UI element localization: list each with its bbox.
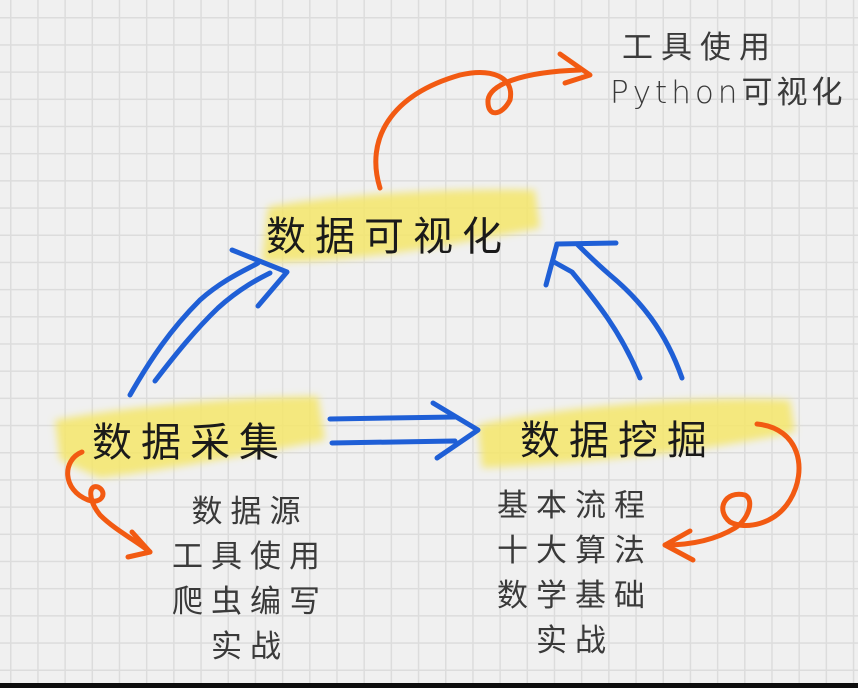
node-visualization: 数据可视化 <box>266 214 511 260</box>
note-item: 数据源 <box>191 494 309 530</box>
arrow-collection-to-mining <box>327 400 481 461</box>
arrow-mining-to-visualization <box>543 240 685 381</box>
arrow-visualization-to-notes <box>373 51 593 191</box>
highlight-collection <box>55 396 325 478</box>
bottom-bar <box>0 683 858 688</box>
node-collection: 数据采集 <box>92 420 288 466</box>
arrow-mining-to-notes <box>662 421 802 563</box>
note-item: 爬虫编写 <box>172 584 328 620</box>
notes-visualization: 工具使用 Python可视化 <box>610 26 846 116</box>
note-item: Python可视化 <box>610 75 847 111</box>
highlight-visualization <box>262 189 540 262</box>
note-item: 实战 <box>211 629 289 665</box>
node-mining: 数据挖掘 <box>520 418 716 464</box>
arrow-collection-to-notes <box>65 449 153 560</box>
notes-mining: 基本流程 十大算法 数学基础 实战 <box>485 484 665 664</box>
note-item: 工具使用 <box>622 30 778 66</box>
note-item: 实战 <box>536 623 614 659</box>
arrow-collection-to-visualization <box>127 247 290 398</box>
note-item: 工具使用 <box>172 539 328 575</box>
note-item: 数学基础 <box>497 578 653 614</box>
note-item: 基本流程 <box>497 488 653 524</box>
notes-collection: 数据源 工具使用 爬虫编写 实战 <box>160 490 340 670</box>
highlight-mining <box>478 399 795 468</box>
note-item: 十大算法 <box>497 533 653 569</box>
